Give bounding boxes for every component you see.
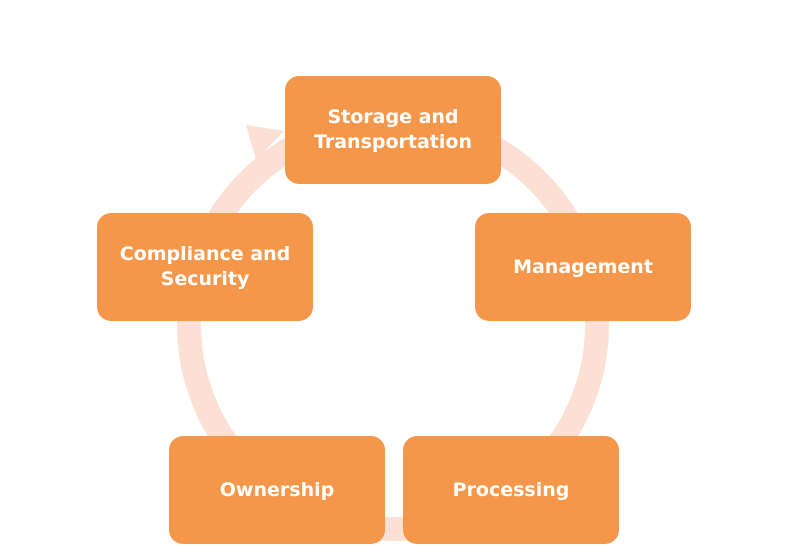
node-label-line: Transportation	[313, 131, 472, 153]
node-label-line: Processing	[452, 478, 570, 501]
node-label-line: Ownership	[219, 478, 335, 501]
node-processing: Processing	[403, 436, 619, 544]
node-management: Management	[475, 213, 691, 321]
node-label-line: Management	[513, 255, 653, 278]
node-storage-and-transportation: Storage and Transportation	[285, 76, 501, 184]
node-compliance-and-security: Compliance and Security	[97, 213, 313, 321]
node-label-line: Compliance and	[119, 243, 291, 265]
node-ownership: Ownership	[169, 436, 385, 544]
cycle-arrowhead-icon	[246, 125, 284, 160]
node-label-line: Storage and	[327, 106, 459, 128]
node-label-line: Security	[160, 268, 250, 290]
